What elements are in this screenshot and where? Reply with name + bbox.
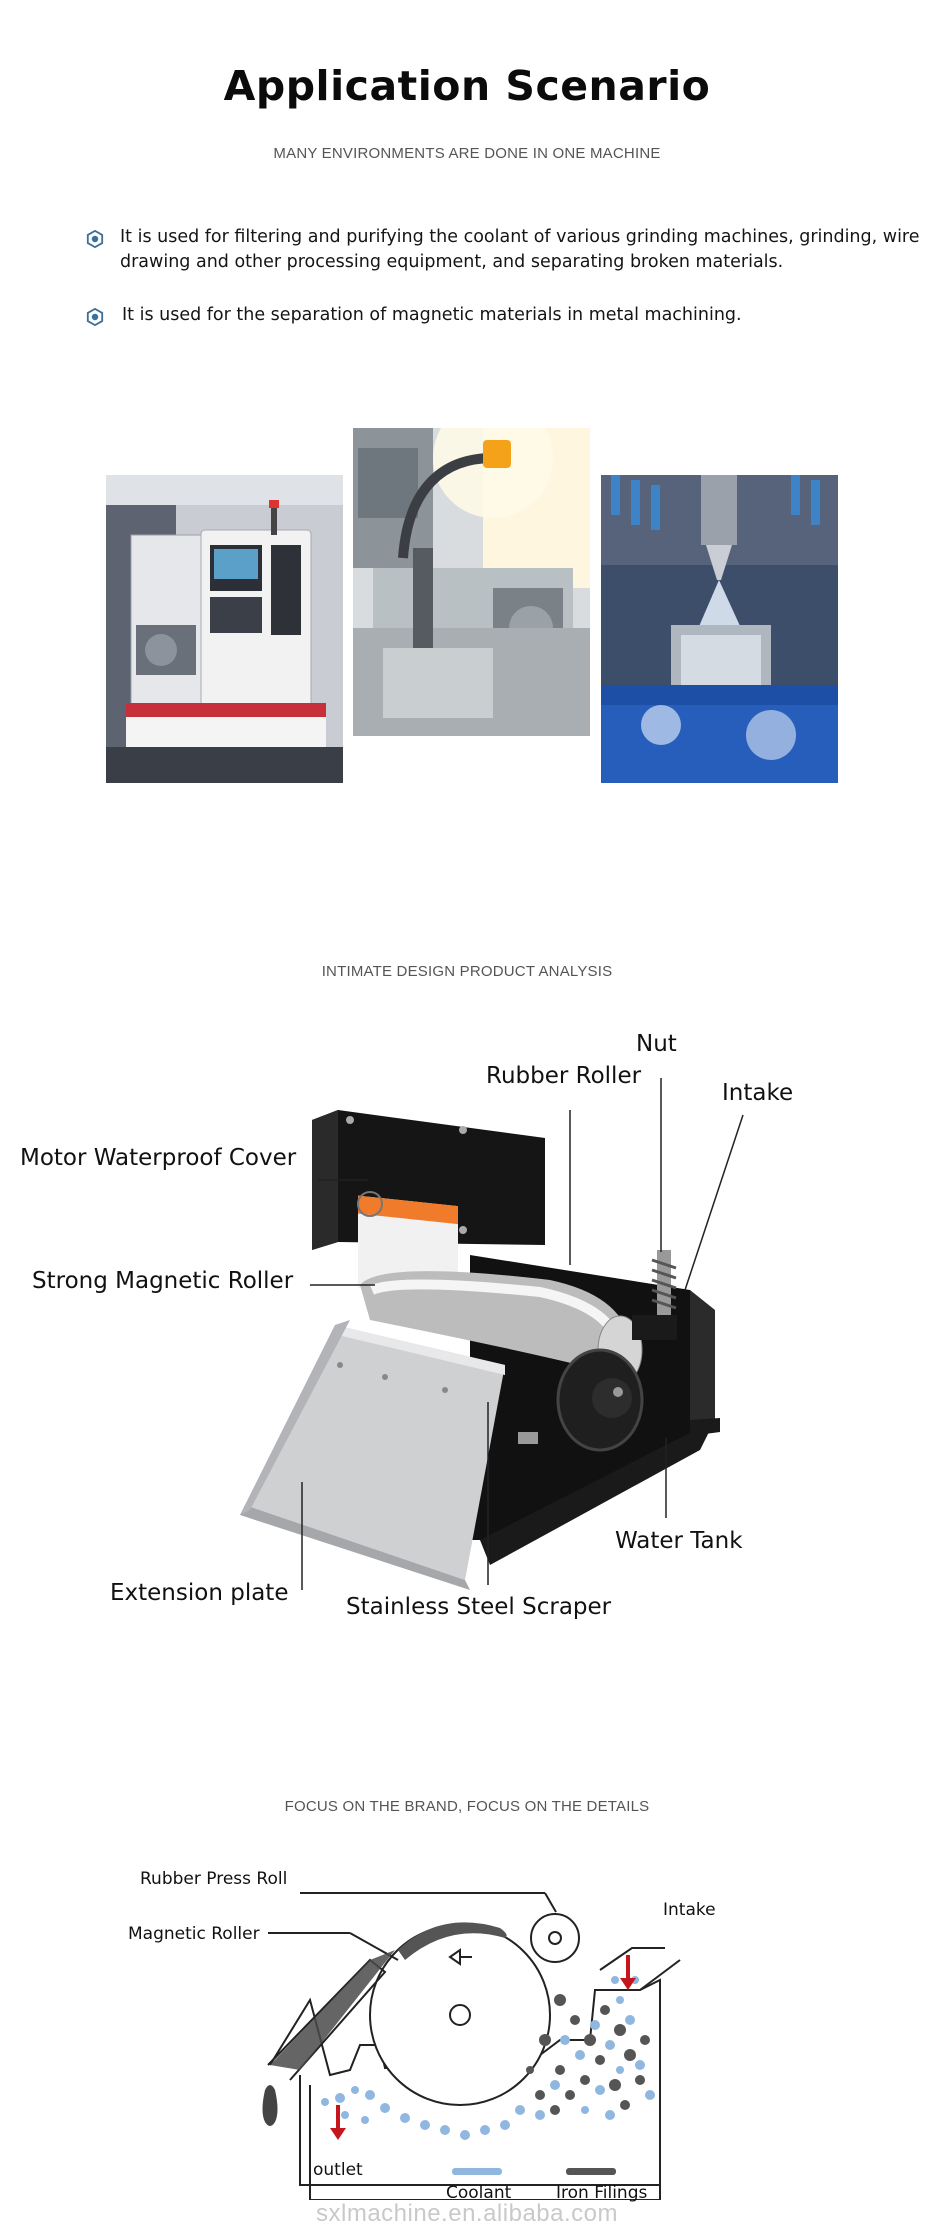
label-rubber-press-roll: Rubber Press Roll [140,1869,288,1889]
page-title: Application Scenario [223,62,711,110]
label-intake: Intake [722,1080,794,1106]
working-principle-diagram [262,1892,681,2200]
label-outlet: outlet [313,2160,363,2180]
hexagon-bullet-icon [86,308,104,326]
bullet-text: It is used for the separation of magneti… [122,305,742,325]
watermark: sxlmachine.en.alibaba.com [316,2200,618,2227]
section-heading-analysis: INTIMATE DESIGN PRODUCT ANALYSIS [321,963,613,980]
bullet-text: It is used for filtering and purifying t… [120,227,920,272]
label-water-tank: Water Tank [615,1528,743,1554]
legend-iron-filings: Iron Filings [556,2183,648,2203]
bullet-item-2: It is used for the separation of magneti… [86,303,906,331]
milling-machine-photo [353,428,590,736]
label-intake-detail: Intake [663,1900,716,1920]
label-extension-plate: Extension plate [110,1580,289,1606]
bullet-item-1: It is used for filtering and purifying t… [86,225,920,275]
page-subtitle: MANY ENVIRONMENTS ARE DONE IN ONE MACHIN… [273,145,661,162]
label-stainless-steel-scraper: Stainless Steel Scraper [346,1594,612,1620]
label-rubber-roller: Rubber Roller [486,1063,642,1089]
label-strong-magnetic-roller: Strong Magnetic Roller [32,1268,294,1294]
legend-coolant: Coolant [446,2183,512,2203]
product-analysis-diagram [240,1078,744,1590]
hexagon-bullet-icon [86,230,104,248]
section-heading-details: FOCUS ON THE BRAND, FOCUS ON THE DETAILS [284,1798,650,1815]
label-nut: Nut [636,1031,677,1057]
label-motor-waterproof-cover: Motor Waterproof Cover [20,1145,297,1171]
coolant-machining-photo [601,475,838,783]
cnc-lathe-photo [106,475,343,783]
label-magnetic-roller: Magnetic Roller [128,1924,260,1944]
